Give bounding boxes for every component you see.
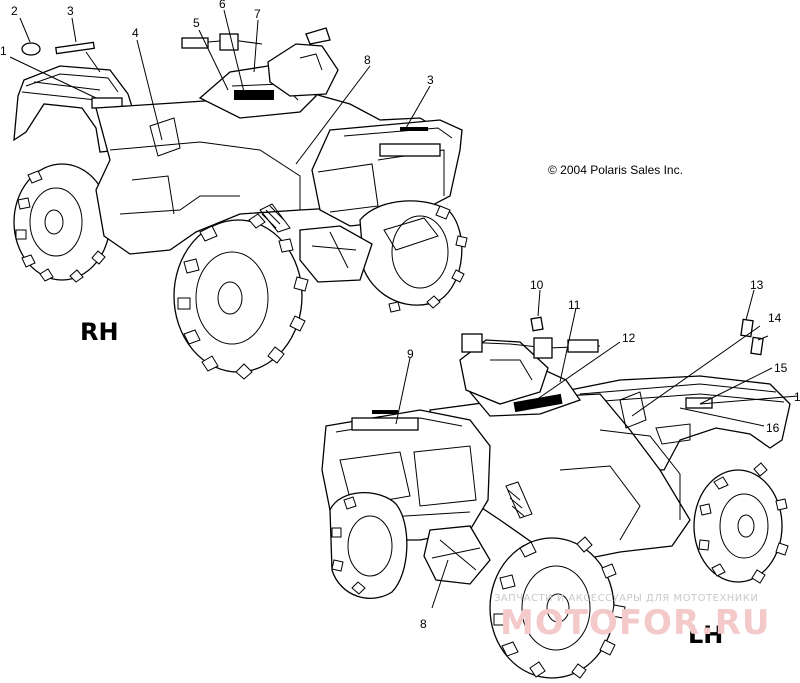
- rh-callout-3: 3: [67, 4, 74, 18]
- lh-callout-1: 1: [794, 390, 800, 404]
- rh-callout-2: 2: [11, 4, 18, 18]
- side-label-right: RH: [80, 318, 119, 346]
- decal-10-part: [530, 316, 544, 332]
- rh-callout-8: 8: [364, 53, 371, 67]
- lh-rear-wheel: [693, 462, 789, 584]
- lh-callout-8: 8: [420, 617, 427, 631]
- lh-callout-11: 11: [568, 298, 581, 312]
- lh-callout-13: 13: [750, 278, 764, 292]
- watermark: ЗАПЧАСТИ И АКСЕССУАРЫ ДЛЯ МОТОТЕХНИКИ MO…: [494, 593, 770, 643]
- rh-leader-lines: [9, 9, 431, 165]
- lh-callout-numbers: 10 11 12 13 14 15 1 16 9 8: [407, 278, 800, 631]
- lh-rear-fender: [558, 375, 791, 471]
- rh-callout-5: 5: [193, 16, 200, 30]
- lh-callout-16: 16: [766, 421, 780, 435]
- rh-callout-1: 1: [0, 44, 7, 58]
- rh-front-wheel: [173, 213, 309, 380]
- watermark-logo: MOTOFOR.RU: [500, 603, 770, 643]
- lh-far-front-wheel: [329, 492, 408, 599]
- rh-handlebar: [181, 27, 339, 97]
- rh-callout-4: 4: [132, 26, 139, 40]
- watermark-tagline: ЗАПЧАСТИ И АКСЕССУАРЫ ДЛЯ МОТОТЕХНИКИ: [494, 593, 758, 604]
- rh-far-front-wheel: [359, 200, 468, 313]
- atv-left-side-view: [321, 316, 791, 679]
- lh-callout-9: 9: [407, 347, 414, 361]
- rh-callout-6: 6: [219, 0, 226, 11]
- lh-callout-14: 14: [768, 311, 782, 325]
- decal-13-part: [740, 318, 754, 338]
- lh-front-wheel: [489, 536, 626, 679]
- rh-suspension: [259, 203, 439, 283]
- rh-callout-numbers: 1 2 3 4 5 6 7 8 3: [0, 0, 434, 87]
- lh-suspension: [423, 481, 533, 585]
- lh-callout-12: 12: [622, 331, 636, 345]
- lh-callout-10: 10: [530, 278, 544, 292]
- copyright-notice: © 2004 Polaris Sales Inc.: [548, 163, 683, 177]
- lh-handlebar: [459, 333, 601, 405]
- lh-callout-15: 15: [774, 361, 788, 375]
- rh-callout-3b: 3: [427, 73, 434, 87]
- decal-14-part: [750, 336, 764, 356]
- atv-right-side-view: [13, 27, 468, 380]
- lh-leader-lines: [395, 289, 799, 609]
- decal-strip-part: [55, 41, 95, 55]
- rh-front-grille: [311, 119, 463, 227]
- decal-oval-part: [21, 42, 41, 56]
- side-label-left: LH: [688, 621, 723, 649]
- rh-callout-7: 7: [254, 7, 261, 21]
